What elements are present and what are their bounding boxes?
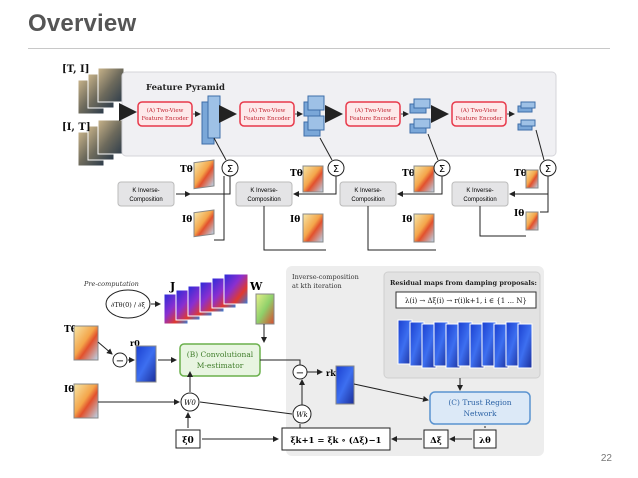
svg-text:Wk: Wk [296, 411, 307, 419]
residual-map-stack [397, 319, 533, 369]
input-images-bottom [77, 119, 125, 167]
lambda-box [473, 429, 497, 449]
rk-map [335, 365, 355, 405]
svg-text:Inverse-composition: Inverse-composition [292, 273, 359, 281]
precomputation-label: Pre-computation [83, 280, 139, 288]
k-inverse-composition-1: K Inverse- Composition [117, 181, 175, 207]
k-inverse-composition-3: K Inverse- Composition [339, 181, 397, 207]
level-3-column: Tθ Iθ Σ [402, 133, 451, 243]
svg-text:Tθ: Tθ [514, 169, 527, 179]
svg-text:Σ: Σ [227, 164, 233, 175]
svg-text:Δξ: Δξ [430, 436, 442, 446]
level-4-column: Tθ Iθ Σ [514, 129, 557, 231]
r0-map [135, 345, 157, 383]
svg-text:Feature Encoder: Feature Encoder [456, 116, 503, 122]
title-divider [28, 48, 610, 49]
w-label: W [249, 280, 263, 293]
jacobian-expression: ∂Tθ(0) / ∂ξ [111, 301, 146, 309]
svg-text:Tθ: Tθ [402, 169, 415, 179]
svg-text:Feature Encoder: Feature Encoder [244, 116, 291, 122]
svg-text:Iθ: Iθ [290, 215, 300, 225]
svg-text:ξ0: ξ0 [182, 436, 194, 446]
svg-text:Composition: Composition [129, 197, 162, 203]
weight-map [255, 293, 275, 325]
svg-text:Tθ: Tθ [180, 165, 193, 175]
svg-text:(A) Two-View: (A) Two-View [461, 107, 498, 114]
svg-text:Tθ: Tθ [64, 325, 77, 335]
svg-text:Network: Network [463, 409, 497, 418]
update-formula-box [281, 427, 391, 451]
rk-label: rk [326, 368, 336, 378]
svg-text:at kth iteration: at kth iteration [292, 282, 342, 290]
level-1-column: Tθ Iθ Σ [180, 137, 239, 238]
svg-text:Tθ: Tθ [290, 169, 303, 179]
j-label: J [169, 280, 175, 293]
svg-text:Iθ: Iθ [514, 209, 524, 219]
pyramid-level-3-blocks [409, 98, 431, 134]
svg-text:M-estimator: M-estimator [197, 361, 244, 370]
svg-text:K Inverse-: K Inverse- [354, 188, 381, 194]
subtract-node-0 [112, 352, 128, 368]
feature-pyramid-label: Feature Pyramid [146, 83, 225, 93]
svg-text:λθ: λθ [479, 436, 491, 446]
svg-text:(A) Two-View: (A) Two-View [355, 107, 392, 114]
m-estimator-block [179, 343, 261, 377]
svg-text:K Inverse-: K Inverse- [250, 188, 277, 194]
pyramid-level-2-blocks [303, 95, 325, 137]
r0-label: r0 [130, 338, 140, 348]
input-bottom-label: [I, T] [62, 122, 91, 133]
svg-text:K Inverse-: K Inverse- [466, 188, 493, 194]
svg-text:−: − [296, 368, 304, 379]
update-formula: ξk+1 = ξk ∘ (Δξ)−1 [291, 435, 382, 446]
t-theta-map [73, 325, 99, 361]
svg-text:(A) Two-View: (A) Two-View [147, 107, 184, 114]
svg-text:Iθ: Iθ [402, 215, 412, 225]
encoder-4: (A) Two-View Feature Encoder [451, 101, 507, 127]
figure-bottom: Inverse-composition at kth iteration Res… [64, 266, 544, 456]
residual-formula: λ(i) → Δξ(i) → r(i)k+1, i ∈ {1 ... N} [405, 297, 527, 305]
svg-text:Σ: Σ [333, 164, 339, 175]
input-images-top [77, 67, 125, 115]
svg-text:Σ: Σ [545, 164, 551, 175]
k-inverse-composition-2: K Inverse- Composition [235, 181, 293, 207]
figure-top: [T, I] [I, T] Feature Pyramid (A) Two-Vi… [62, 64, 557, 251]
svg-text:(B) Convolutional: (B) Convolutional [187, 350, 254, 359]
svg-text:Feature Encoder: Feature Encoder [142, 116, 189, 122]
svg-text:W0: W0 [184, 399, 196, 407]
level-2-column: Tθ Iθ Σ [290, 137, 345, 243]
svg-text:(C) Trust Region: (C) Trust Region [448, 398, 511, 407]
page-number: 22 [600, 453, 612, 464]
input-top-label: [T, I] [62, 64, 89, 75]
i-theta-map [73, 383, 99, 419]
pyramid-level-1-blocks [201, 95, 221, 145]
svg-text:K Inverse-: K Inverse- [132, 188, 159, 194]
slide-title: Overview [28, 10, 137, 37]
encoder-3: (A) Two-View Feature Encoder [345, 101, 401, 127]
svg-text:Feature Encoder: Feature Encoder [350, 116, 397, 122]
svg-text:Iθ: Iθ [182, 215, 192, 225]
svg-text:Composition: Composition [247, 197, 280, 203]
warp-node-0 [180, 392, 200, 412]
residual-maps-label: Residual maps from damping proposals: [390, 279, 537, 287]
encoder-2: (A) Two-View Feature Encoder [239, 101, 295, 127]
svg-text:Composition: Composition [351, 197, 384, 203]
xi0-box [175, 429, 201, 449]
svg-text:Iθ: Iθ [64, 385, 74, 395]
svg-text:Composition: Composition [463, 197, 496, 203]
encoder-1: (A) Two-View Feature Encoder [137, 101, 193, 127]
delta-xi-box [423, 429, 449, 449]
jacobian-node [105, 289, 151, 319]
svg-text:(A) Two-View: (A) Two-View [249, 107, 286, 114]
trust-region-block [429, 391, 531, 425]
k-inverse-composition-4: K Inverse- Composition [451, 181, 509, 207]
pyramid-level-4-blocks [517, 101, 536, 131]
svg-text:Σ: Σ [439, 164, 445, 175]
svg-text:−: − [116, 356, 124, 367]
jacobian-stack [163, 273, 249, 325]
